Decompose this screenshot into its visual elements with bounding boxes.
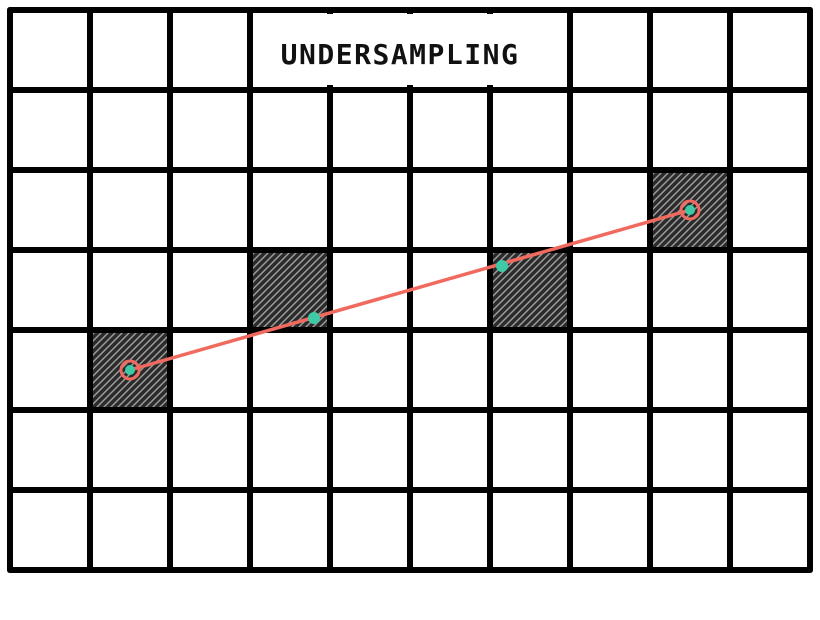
sampled-line — [128, 208, 692, 372]
sample-dot — [125, 365, 135, 375]
sample-points — [119, 199, 701, 381]
endpoint-ring — [119, 359, 141, 381]
title-background — [254, 14, 558, 85]
sample-dot — [308, 312, 320, 324]
sample-dot — [685, 205, 695, 215]
ideal-line — [128, 208, 692, 372]
sample-dot — [496, 260, 508, 272]
line-endpoint — [679, 199, 701, 221]
diagram-title: UNDERSAMPLING — [281, 38, 520, 71]
title-box: UNDERSAMPLING — [254, 14, 558, 85]
line-endpoint — [119, 359, 141, 381]
sample-point — [496, 260, 508, 272]
endpoint-ring — [679, 199, 701, 221]
sample-point — [308, 312, 320, 324]
